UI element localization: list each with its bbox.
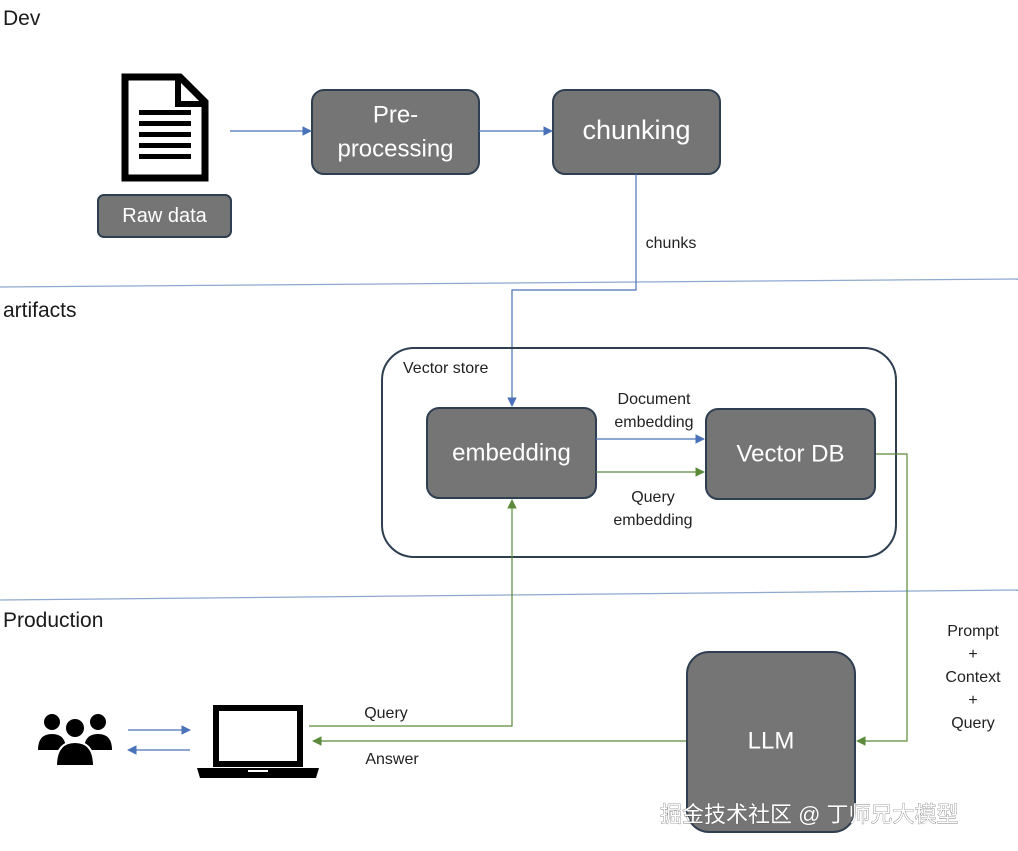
chunking-node: chunking (552, 89, 721, 175)
vector-store-group: Vector store (381, 347, 897, 558)
context-label: Context (945, 669, 1001, 686)
arrow-vectordb-to-llm (856, 453, 908, 746)
watermark-text: 掘金技术社区 @ 丁师兄大模型 (660, 802, 959, 827)
document-embedding-label-line1: Document (618, 391, 691, 408)
prompt-context-query-label: Prompt + Context + Query (945, 623, 1001, 732)
users-icon (38, 714, 112, 767)
query-embedding-label-line1: Query (631, 489, 675, 506)
arrow-query-to-embedding (309, 499, 517, 727)
section-label-dev: Dev (3, 7, 41, 30)
raw-data-label: Raw data (122, 205, 207, 227)
document-embedding-label-line2: embedding (614, 414, 693, 431)
vector-db-label: Vector DB (736, 440, 844, 467)
plus-label-2: + (968, 692, 977, 709)
prompt-label: Prompt (947, 623, 999, 640)
vector-db-node: Vector DB (705, 408, 876, 500)
chunks-label: chunks (646, 235, 697, 252)
section-label-artifacts: artifacts (3, 299, 77, 322)
preprocessing-label-line1: Pre- (373, 101, 418, 128)
plus-label-1: + (968, 646, 977, 663)
answer-label: Answer (365, 751, 419, 768)
embedding-node: embedding (426, 407, 597, 499)
divider-artifacts-production (0, 589, 1018, 601)
raw-data-node: Raw data (97, 194, 232, 238)
chunking-label: chunking (582, 115, 690, 145)
preprocessing-label-line2: processing (337, 135, 453, 162)
query-context-label: Query (951, 715, 995, 732)
section-label-production: Production (3, 609, 103, 632)
query-label: Query (364, 705, 408, 722)
vector-store-label: Vector store (403, 360, 488, 377)
preprocessing-node: Pre- processing (311, 89, 480, 175)
document-icon (121, 73, 209, 182)
laptop-icon (197, 705, 319, 778)
divider-dev-artifacts (0, 278, 1018, 288)
query-embedding-label-line2: embedding (613, 512, 692, 529)
arrow-chunking-to-embedding (507, 174, 637, 407)
llm-label: LLM (748, 727, 795, 754)
embedding-label: embedding (452, 439, 571, 466)
llm-node: LLM (686, 651, 856, 833)
